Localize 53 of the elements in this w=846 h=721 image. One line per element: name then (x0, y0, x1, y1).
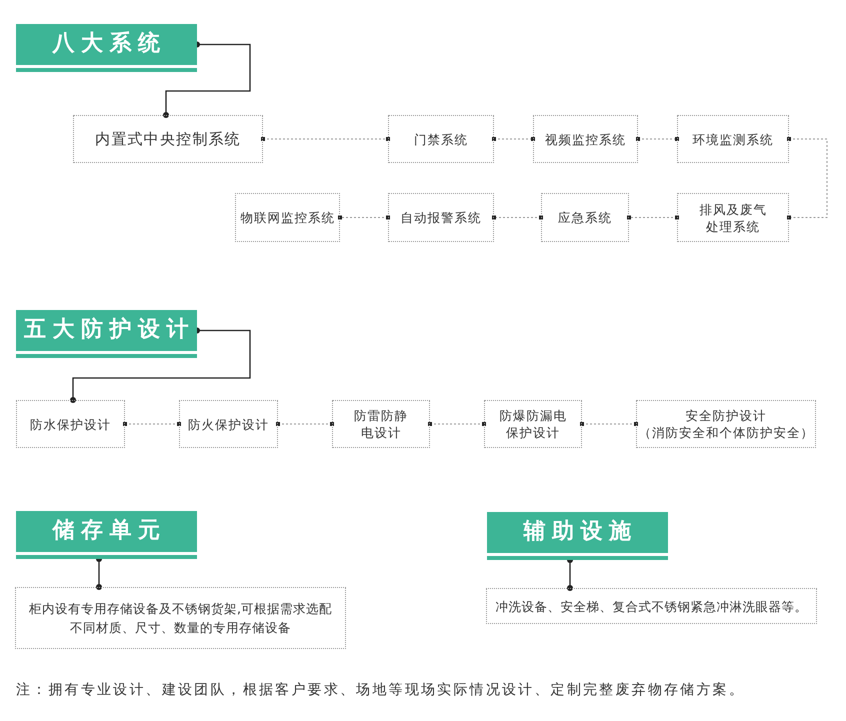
process-box (388, 193, 494, 242)
box-label: 视频监控系统 (545, 130, 626, 148)
box-label: 防水保护设计 (30, 416, 111, 432)
connector (787, 137, 828, 220)
heading-text: 储存单元 (51, 518, 166, 544)
section-heading-banner (16, 24, 197, 72)
connector (627, 216, 679, 220)
description-box (15, 587, 346, 649)
section-heading-banner (16, 511, 197, 559)
process-box (533, 115, 638, 163)
process-box (235, 193, 340, 242)
process-box (677, 115, 789, 163)
description-text: 柜内设有专用存储设备及不锈钢货架,可根据需求选配不同材质、尺寸、数量的专用存储设备 (28, 600, 333, 637)
section-heading-banner (16, 310, 197, 358)
process-box (636, 400, 816, 448)
connector (338, 216, 390, 220)
process-box (332, 400, 430, 448)
connector (276, 422, 334, 426)
connector (163, 42, 251, 118)
process-box (484, 400, 582, 448)
connector (70, 328, 251, 403)
heading-text: 八大系统 (51, 31, 166, 57)
description-box (486, 588, 817, 624)
section-heading-banner (487, 512, 668, 560)
process-box (677, 193, 789, 242)
box-label: 防火保护设计 (188, 416, 269, 432)
box-label: 物联网监控系统 (240, 209, 335, 226)
process-box (16, 400, 125, 448)
heading-text: 辅助设施 (522, 519, 638, 545)
connector (123, 422, 181, 426)
box-label: 内置式中央控制系统 (95, 130, 241, 148)
box-label: 环境监测系统 (692, 130, 774, 148)
box-label: 防爆防漏电保护设计 (498, 407, 568, 441)
connector (580, 422, 638, 426)
connector (492, 216, 543, 220)
box-label: 安全防护设计 (686, 407, 766, 424)
box-label: 应急系统 (558, 209, 612, 226)
connector (492, 137, 535, 141)
box-label: 自动报警系统 (400, 209, 482, 226)
box-label: 排风及废气处理系统 (698, 200, 768, 234)
footnote-text: 注：拥有专业设计、建设团队，根据客户要求、场地等现场实际情况设计、定制完整废弃物存储方案。 (16, 681, 745, 699)
process-box (73, 115, 263, 163)
box-note: （消防安全和个体防护安全） (638, 424, 814, 441)
box-label: 门禁系统 (414, 130, 468, 148)
process-box (179, 400, 278, 448)
connector (428, 422, 486, 426)
description-text: 冲洗设备、安全梯、复合式不锈钢紧急冲淋洗眼器等。 (496, 598, 808, 616)
box-label: 防雷防静电设计 (353, 407, 409, 441)
process-box (388, 115, 494, 163)
connector (261, 137, 390, 141)
heading-text: 五大防护设计 (23, 317, 195, 343)
connector (636, 137, 679, 141)
process-box (541, 193, 629, 242)
